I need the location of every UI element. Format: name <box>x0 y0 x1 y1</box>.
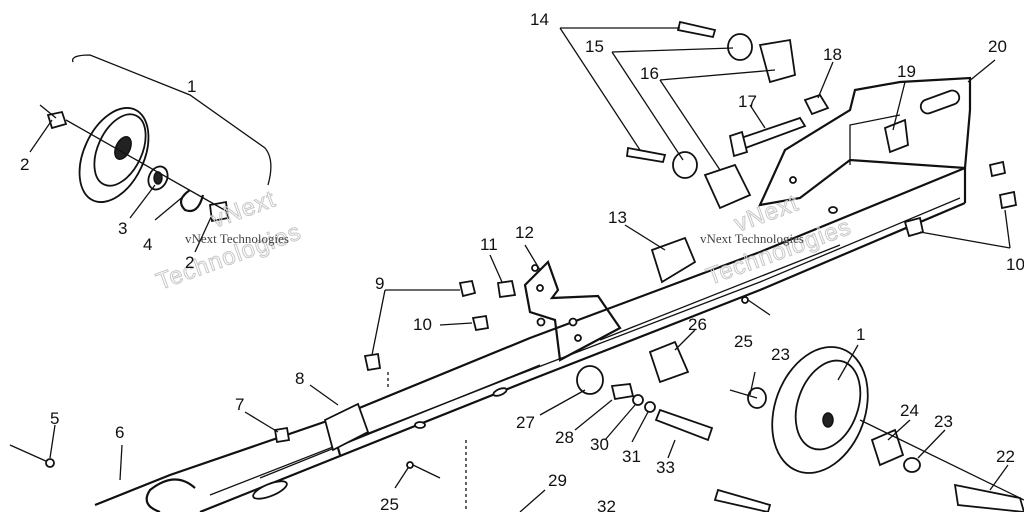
watermark-big-left-2: Technologies <box>153 218 305 295</box>
callout-10: 10 <box>413 315 432 334</box>
callout-1: 1 <box>187 77 196 96</box>
callout-30: 30 <box>590 435 609 454</box>
callout-29: 29 <box>548 471 567 490</box>
callout-33: 33 <box>656 458 675 477</box>
callout-20: 20 <box>988 37 1007 56</box>
callout-24: 24 <box>900 401 919 420</box>
callout-10: 10 <box>1006 255 1024 274</box>
callout-2: 2 <box>185 253 194 272</box>
callout-27: 27 <box>516 413 535 432</box>
callout-8: 8 <box>295 369 304 388</box>
mounting-bracket <box>523 259 622 362</box>
callout-labels: 1 2 3 4 2 14 15 16 17 18 19 20 10 11 12 … <box>20 10 1024 512</box>
watermark: vNext Technologies vNext Technologies vN… <box>152 185 855 296</box>
callout-13: 13 <box>608 208 627 227</box>
callout-7: 7 <box>235 395 244 414</box>
hardware-parts <box>9 20 1018 512</box>
watermark-small-right: vNext Technologies <box>700 231 804 246</box>
callout-12: 12 <box>515 223 534 242</box>
upper-bracket <box>758 76 972 207</box>
callout-19: 19 <box>897 62 916 81</box>
callout-2: 2 <box>20 155 29 174</box>
callout-32: 32 <box>597 497 616 512</box>
left-idler-wheel <box>39 104 229 223</box>
callout-22: 22 <box>996 447 1015 466</box>
callout-23: 23 <box>771 345 790 364</box>
callout-25: 25 <box>380 495 399 512</box>
callout-3: 3 <box>118 219 127 238</box>
callout-31: 31 <box>622 447 641 466</box>
callout-16: 16 <box>640 64 659 83</box>
callout-6: 6 <box>115 423 124 442</box>
callout-14: 14 <box>530 10 549 29</box>
callout-26: 26 <box>688 315 707 334</box>
callout-15: 15 <box>585 37 604 56</box>
callout-18: 18 <box>823 45 842 64</box>
callout-5: 5 <box>50 409 59 428</box>
callout-23: 23 <box>934 412 953 431</box>
callout-4: 4 <box>143 235 152 254</box>
watermark-small-left: vNext Technologies <box>185 231 289 246</box>
leader-lines <box>29 27 1011 512</box>
callout-17: 17 <box>738 92 757 111</box>
callout-28: 28 <box>555 428 574 447</box>
callout-11: 11 <box>480 235 498 254</box>
watermark-big-left-1: vNext <box>208 186 280 234</box>
callout-1: 1 <box>856 325 865 344</box>
callout-25: 25 <box>734 332 753 351</box>
right-idler-wheel <box>729 346 1024 512</box>
callout-9: 9 <box>375 274 384 293</box>
